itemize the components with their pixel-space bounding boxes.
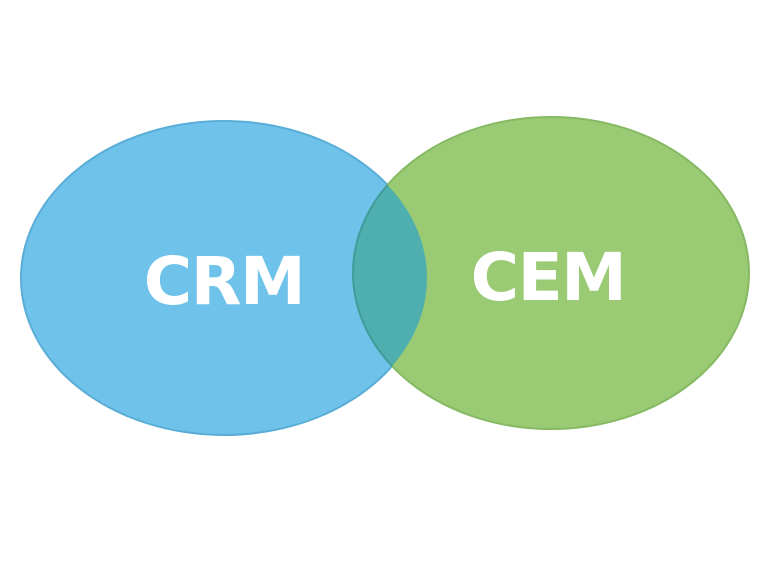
crm-label: CRM bbox=[144, 243, 304, 320]
overlap-region bbox=[352, 121, 427, 430]
cem-label: CEM bbox=[471, 239, 626, 316]
